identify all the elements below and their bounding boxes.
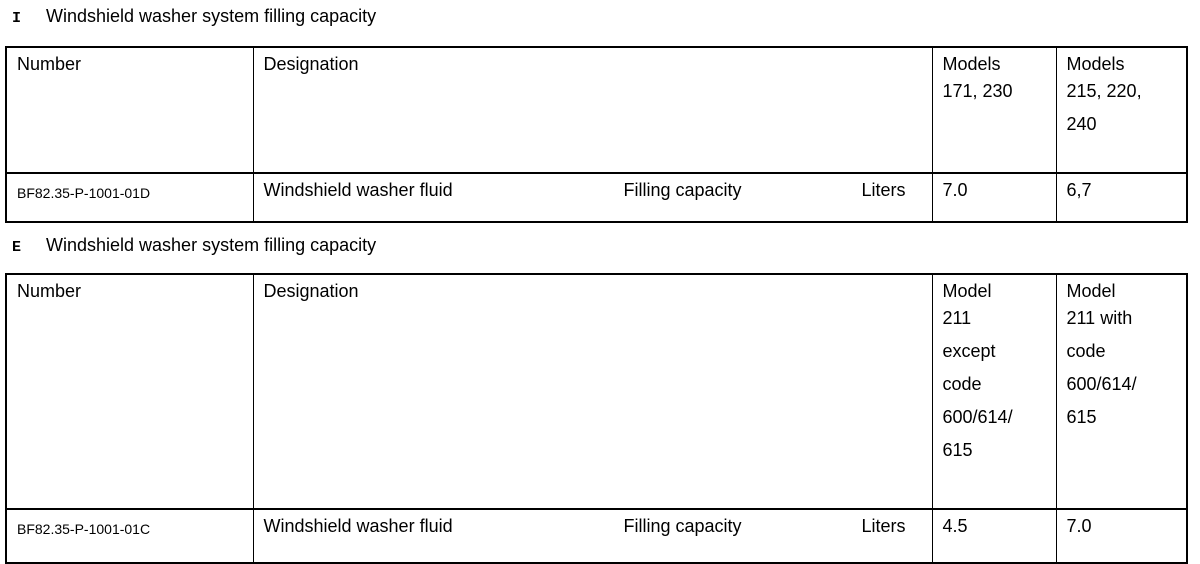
- table-2-designation-text: Windshield washer fluid: [263, 516, 453, 536]
- filling-capacity-table-1: Number Designation Models 171, 230 Models…: [5, 46, 1188, 223]
- table-1-designation-cell: Windshield washer fluid Filling capacity…: [252, 172, 933, 223]
- header-cell-line: 211 with: [1066, 308, 1133, 328]
- table-2-col-header-number: Number: [5, 273, 254, 510]
- table-1-col-header-number: Number: [5, 46, 254, 174]
- table-2-designation-layout: Windshield washer fluid Filling capacity…: [264, 513, 922, 540]
- section-i: I Windshield washer system filling capac…: [0, 4, 1200, 223]
- table-2-col-header-model-211-with-code: Model 211 with code 600/614/615: [1055, 273, 1188, 510]
- header-cell-line: 615: [1066, 407, 1097, 427]
- table-2-unit-label: Liters: [861, 516, 906, 536]
- filling-capacity-table-2: Number Designation Model 211 except code 600…: [5, 273, 1188, 564]
- header-cell-line: Model: [942, 281, 992, 301]
- table-1-part-number: BF82.35-P-1001-01D: [5, 172, 254, 223]
- table-1-unit-label: Liters: [861, 180, 906, 200]
- header-cell-line: 600/614/: [1066, 374, 1137, 394]
- table-1-header-row: Number Designation Models 171, 230 Models…: [5, 46, 1188, 174]
- table-2-designation-cell: Windshield washer fluid Filling capacity…: [252, 508, 933, 564]
- table-1-data-row: BF82.35-P-1001-01D Windshield washer flu…: [5, 172, 1188, 223]
- table-2-data-row: BF82.35-P-1001-01C Windshield washer flu…: [5, 508, 1188, 564]
- section-i-marker: I: [12, 10, 22, 27]
- header-cell-line: Models: [1066, 54, 1125, 74]
- table-1-value-models-171-230: 7.0: [931, 172, 1057, 223]
- header-cell-line: 600/614/: [942, 407, 1013, 427]
- table-2-attribute-label: Filling capacity: [623, 516, 742, 536]
- table-2-header-row: Number Designation Model 211 except code 600…: [5, 273, 1188, 510]
- table-1-value-models-215-220-240: 6,7: [1055, 172, 1188, 223]
- header-cell-line: 171, 230: [942, 81, 1013, 101]
- header-cell-line: code: [1066, 341, 1106, 361]
- table-2-value-model-211-with-code: 7.0: [1055, 508, 1188, 564]
- table-1-attribute-label: Filling capacity: [623, 180, 742, 200]
- table-2-value-model-211-except-code: 4.5: [931, 508, 1057, 564]
- table-1-col-header-designation: Designation: [252, 46, 933, 174]
- header-cell-line: Model: [1066, 281, 1116, 301]
- header-cell-line: 615: [942, 440, 973, 460]
- header-cell-line: 215, 220,: [1066, 81, 1142, 101]
- section-e: E Windshield washer system filling capac…: [0, 233, 1200, 564]
- header-cell-line: 240: [1066, 114, 1097, 134]
- section-e-title: Windshield washer system filling capacit…: [46, 235, 377, 255]
- header-cell-line: Models: [942, 54, 1001, 74]
- section-i-heading: I Windshield washer system filling capac…: [12, 4, 1200, 31]
- header-cell-line: except: [942, 341, 996, 361]
- header-cell-line: code: [942, 374, 982, 394]
- table-2-col-header-model-211-except-code: Model 211 except code 600/614/615: [931, 273, 1057, 510]
- section-e-marker: E: [12, 239, 22, 256]
- table-1-designation-layout: Windshield washer fluid Filling capacity…: [264, 177, 922, 204]
- table-2-col-header-designation: Designation: [252, 273, 933, 510]
- table-1-designation-text: Windshield washer fluid: [263, 180, 453, 200]
- table-1-col-header-models-215-220-240: Models 215, 220, 240: [1055, 46, 1188, 174]
- section-i-title: Windshield washer system filling capacit…: [46, 6, 377, 26]
- table-1-col-header-models-171-230: Models 171, 230: [931, 46, 1057, 174]
- table-2-part-number: BF82.35-P-1001-01C: [5, 508, 254, 564]
- header-cell-line: 211: [942, 308, 972, 328]
- section-e-heading: E Windshield washer system filling capac…: [12, 233, 1200, 260]
